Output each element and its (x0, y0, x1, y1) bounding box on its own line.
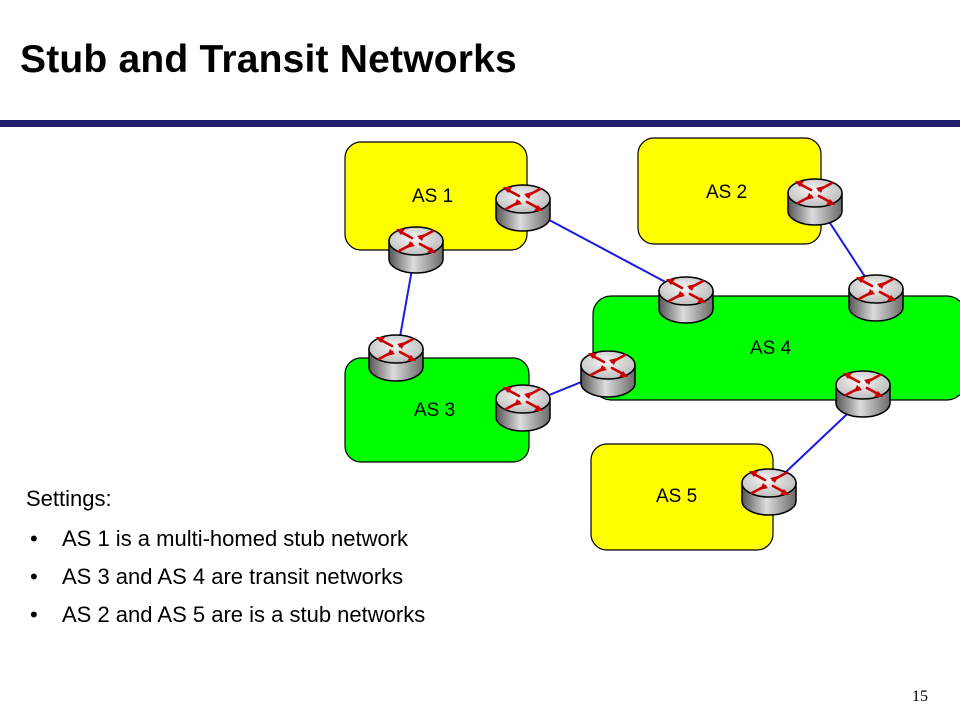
as4-label: AS 4 (750, 338, 792, 359)
as5-label: AS 5 (656, 486, 697, 507)
router-icon (367, 333, 425, 383)
as2-label: AS 2 (706, 182, 747, 203)
list-item: • AS 3 and AS 4 are transit networks (26, 564, 425, 590)
router-icon (494, 383, 552, 433)
list-item-text: AS 1 is a multi-homed stub network (62, 526, 409, 551)
router-icon (494, 183, 552, 233)
router-icon (740, 467, 798, 517)
settings-list: • AS 1 is a multi-homed stub network • A… (26, 526, 425, 628)
settings-heading: Settings: (26, 486, 112, 511)
page-number: 15 (912, 688, 928, 705)
title-divider (0, 120, 960, 127)
router-icon (579, 349, 637, 399)
list-item-text: AS 3 and AS 4 are transit networks (62, 564, 404, 589)
slide-title: Stub and Transit Networks (20, 38, 517, 81)
list-item-text: AS 2 and AS 5 are is a stub networks (62, 602, 426, 627)
settings-block: Settings: • AS 1 is a multi-homed stub n… (26, 486, 425, 640)
router-icon (657, 275, 715, 325)
bullet-glyph: • (30, 602, 38, 627)
as1-label: AS 1 (412, 186, 453, 207)
router-icon (387, 225, 445, 275)
bullet-glyph: • (30, 526, 38, 551)
bullet-glyph: • (30, 564, 38, 589)
router-icon (847, 273, 905, 323)
list-item: • AS 1 is a multi-homed stub network (26, 526, 425, 552)
link-as1-as4 (522, 205, 687, 294)
router-icon (834, 369, 892, 419)
as3-label: AS 3 (414, 400, 455, 421)
list-item: • AS 2 and AS 5 are is a stub networks (26, 602, 425, 628)
router-icon (786, 177, 844, 227)
